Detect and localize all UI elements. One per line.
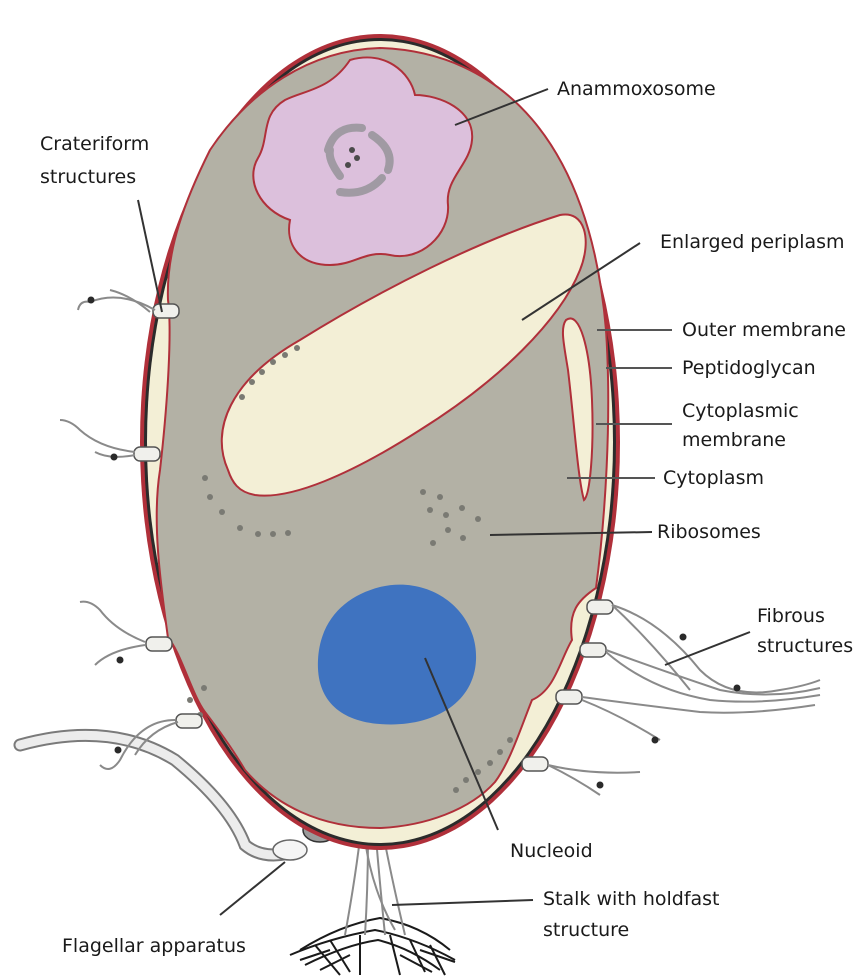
label-enlarged-periplasm: Enlarged periplasm	[660, 231, 845, 253]
label-ribosomes: Ribosomes	[657, 521, 761, 543]
label-crateriform-line1: Crateriform	[40, 133, 149, 155]
label-anammoxosome: Anammoxosome	[557, 78, 716, 100]
label-peptidoglycan: Peptidoglycan	[682, 357, 816, 379]
label-outer-membrane: Outer membrane	[682, 319, 846, 341]
label-cytoplasm: Cytoplasm	[663, 467, 764, 489]
label-nucleoid: Nucleoid	[510, 840, 593, 862]
label-cytoplasmic-line2: membrane	[682, 429, 786, 451]
label-flagellar-apparatus: Flagellar apparatus	[62, 935, 246, 957]
label-fibrous-line1: Fibrous	[757, 605, 825, 627]
holdfast-roots	[290, 918, 455, 975]
label-stalk-line1: Stalk with holdfast	[543, 888, 720, 910]
label-fibrous-line2: structures	[757, 635, 853, 657]
label-cytoplasmic-line1: Cytoplasmic	[682, 400, 799, 422]
stalk	[345, 838, 405, 935]
label-stalk-line2: structure	[543, 919, 629, 941]
label-crateriform-line2: structures	[40, 166, 136, 188]
